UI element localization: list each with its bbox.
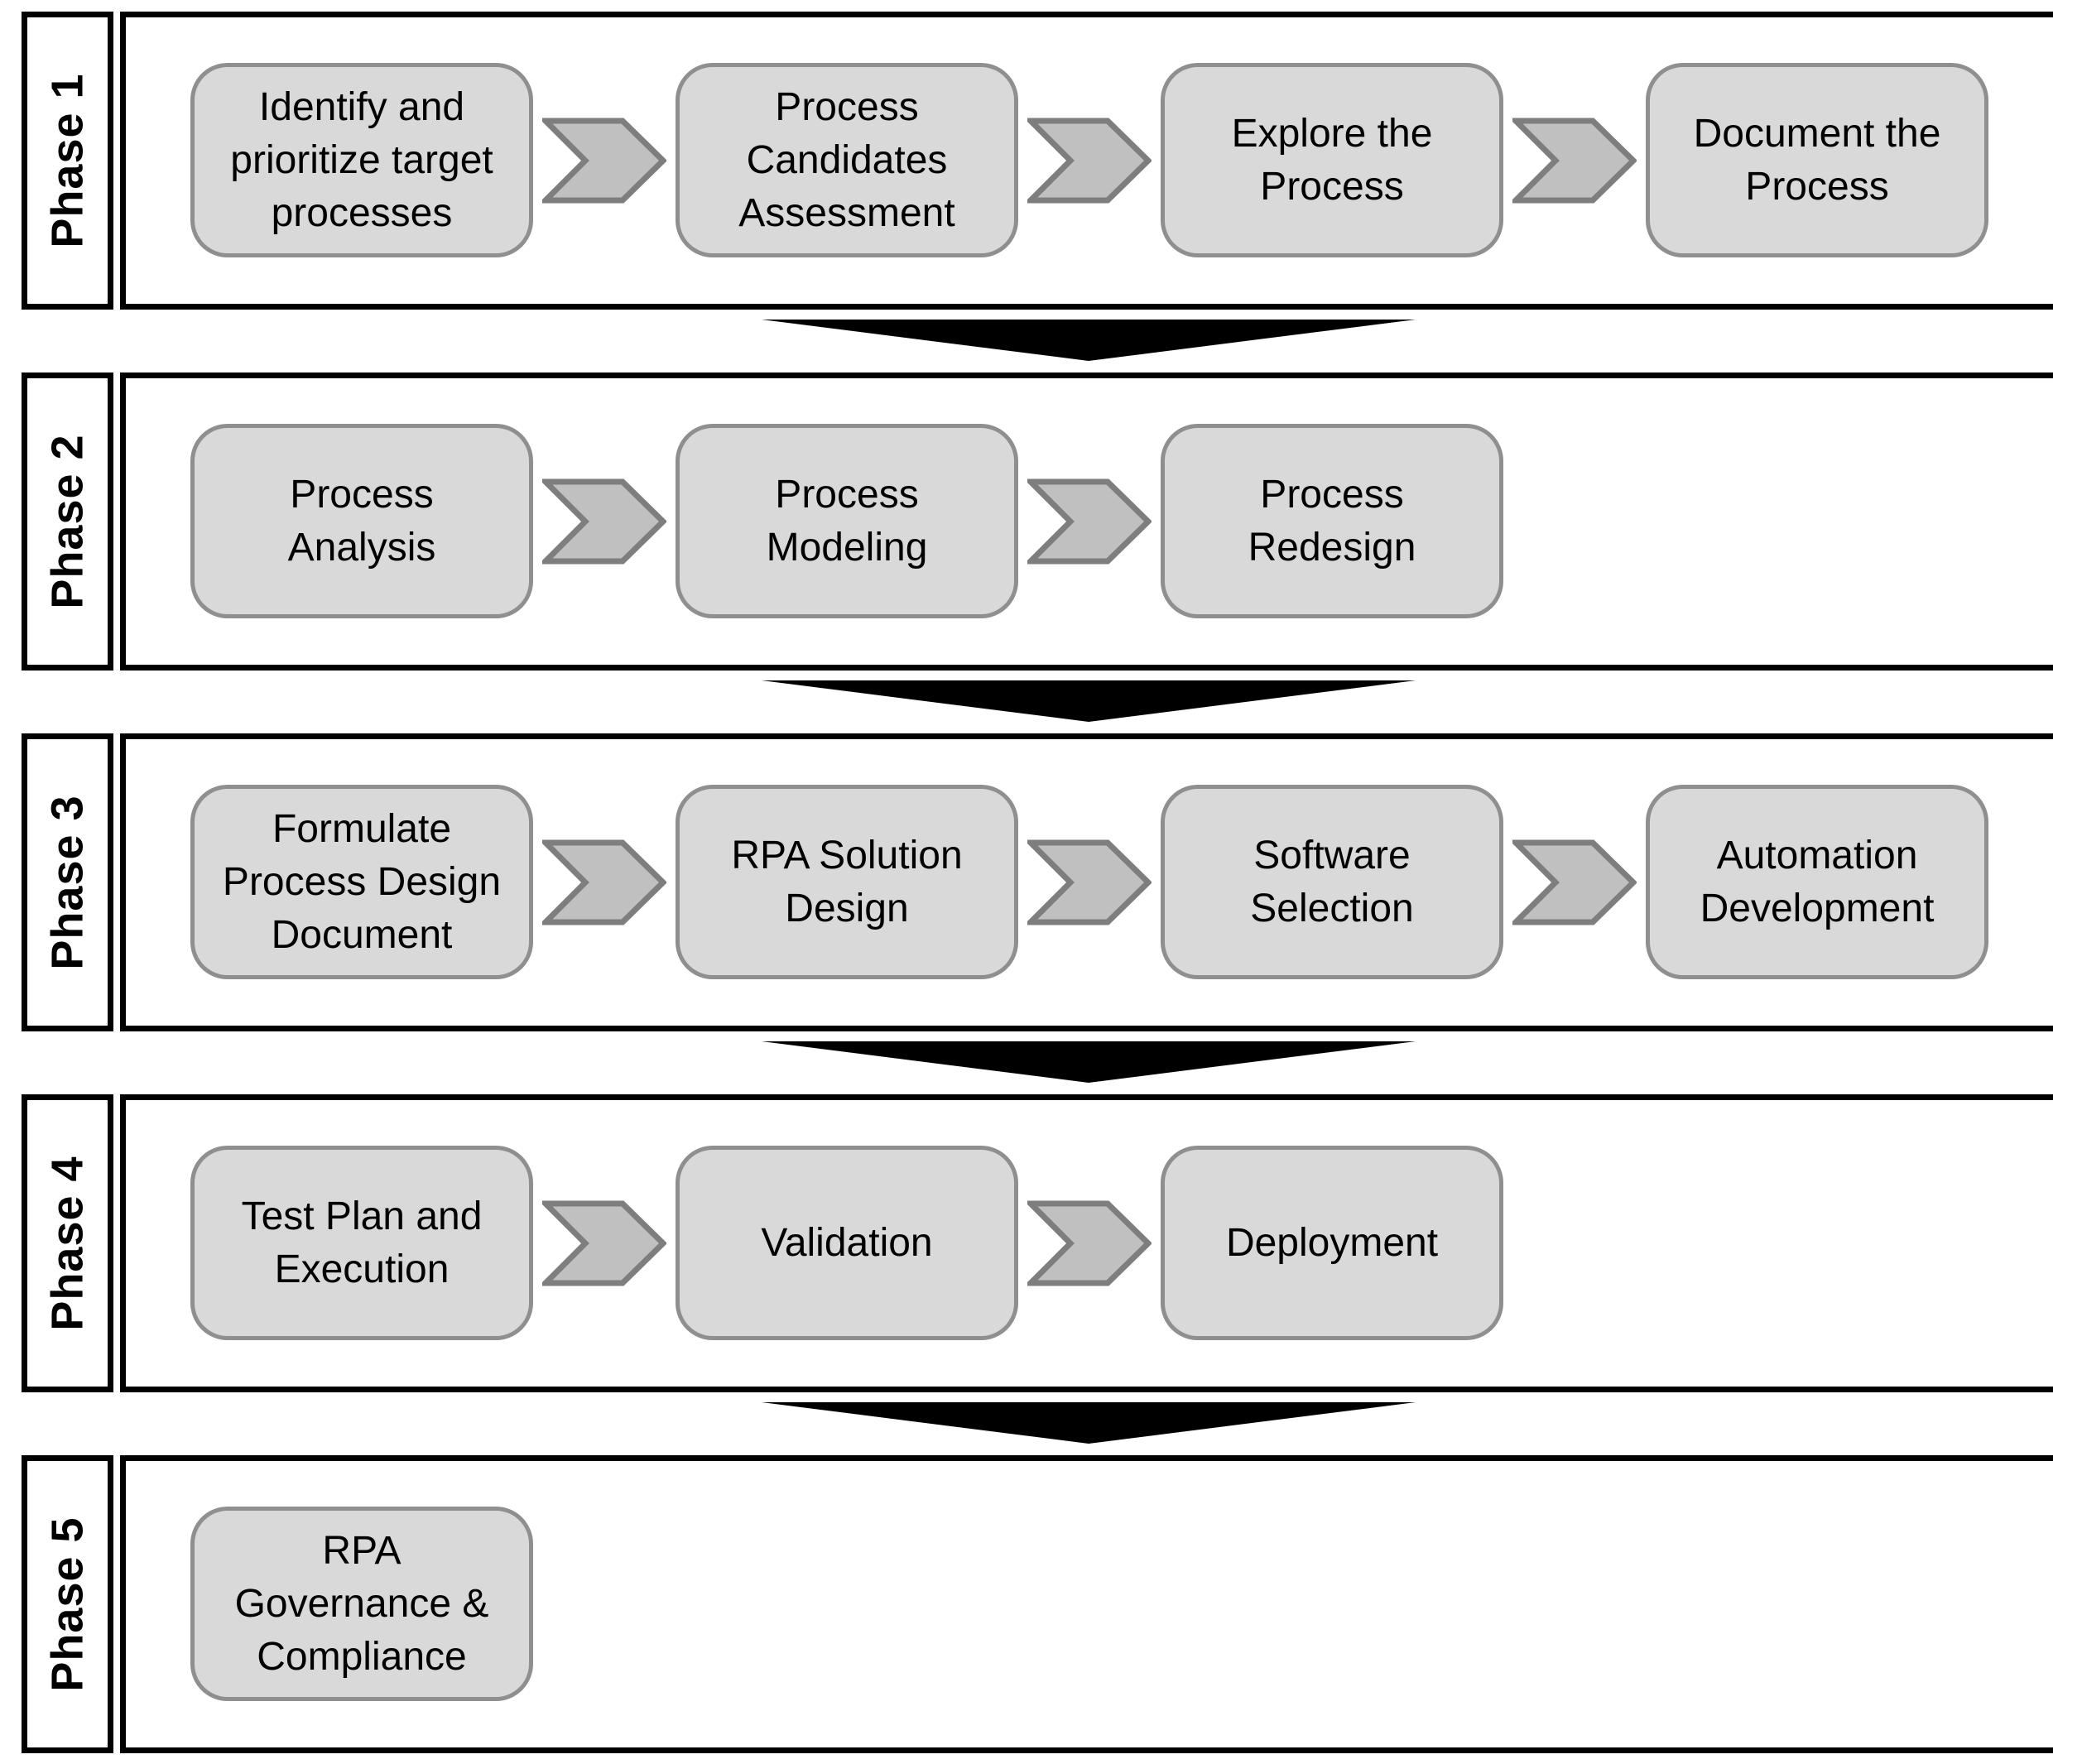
phase-4-label: Phase 4 xyxy=(42,1156,93,1331)
phase-row-1: Phase 1 Identify and prioritize target p… xyxy=(0,12,2082,310)
step-document-process: Document the Process xyxy=(1646,63,1988,257)
chevron-right-icon xyxy=(542,478,666,565)
chevron-right-icon xyxy=(1512,839,1637,925)
step-label: Software Selection xyxy=(1250,833,1414,930)
step-label: Process Redesign xyxy=(1248,472,1416,570)
chevron-right-icon xyxy=(1027,478,1152,565)
step-label: Document the Process xyxy=(1693,111,1941,209)
step-label: RPA Governance & Compliance xyxy=(234,1528,489,1679)
chevron-right-icon xyxy=(1027,839,1152,925)
step-label: Deployment xyxy=(1225,1220,1439,1265)
phase-row-5: Phase 5 RPA Governance & Compliance xyxy=(0,1455,2082,1753)
chevron-right-icon xyxy=(542,1200,666,1286)
triangle-down-icon xyxy=(762,320,1416,361)
step-label: Validation xyxy=(761,1220,933,1265)
step-deployment: Deployment xyxy=(1161,1146,1503,1340)
step-label: Process Candidates Assessment xyxy=(738,84,955,235)
step-automation-development: Automation Development xyxy=(1646,785,1988,979)
triangle-down-icon xyxy=(762,1041,1416,1083)
step-identify-prioritize: Identify and prioritize target processes xyxy=(190,63,533,257)
step-label: Identify and prioritize target processes xyxy=(230,84,493,235)
step-rpa-governance-compliance: RPA Governance & Compliance xyxy=(190,1507,533,1701)
step-explore-process: Explore the Process xyxy=(1161,63,1503,257)
step-label: RPA Solution Design xyxy=(731,833,963,930)
chevron-right-icon xyxy=(542,839,666,925)
phase-1-label: Phase 1 xyxy=(42,73,93,248)
phase-4-label-box: Phase 4 xyxy=(22,1094,113,1392)
triangle-down-icon xyxy=(762,1402,1416,1444)
step-label: Explore the Process xyxy=(1231,111,1433,209)
step-label: Automation Development xyxy=(1700,833,1935,930)
phase-row-2: Phase 2 Process Analysis Process Modelin… xyxy=(0,373,2082,671)
chevron-right-icon xyxy=(542,118,666,204)
step-rpa-solution-design: RPA Solution Design xyxy=(676,785,1018,979)
step-validation: Validation xyxy=(676,1146,1018,1340)
phase-1-label-box: Phase 1 xyxy=(22,12,113,310)
step-formulate-process-design-document: Formulate Process Design Document xyxy=(190,785,533,979)
triangle-down-icon xyxy=(762,680,1416,722)
step-software-selection: Software Selection xyxy=(1161,785,1503,979)
step-label: Test Plan and Execution xyxy=(241,1194,483,1291)
phase-3-label-box: Phase 3 xyxy=(22,733,113,1031)
step-label: Process Modeling xyxy=(766,472,928,570)
chevron-right-icon xyxy=(1027,1200,1152,1286)
phase-row-4: Phase 4 Test Plan and Execution Validati… xyxy=(0,1094,2082,1392)
phase-2-label-box: Phase 2 xyxy=(22,373,113,671)
chevron-right-icon xyxy=(1512,118,1637,204)
step-label: Formulate Process Design Document xyxy=(222,806,502,957)
step-process-candidates-assessment: Process Candidates Assessment xyxy=(676,63,1018,257)
step-test-plan-and-execution: Test Plan and Execution xyxy=(190,1146,533,1340)
phase-3-label: Phase 3 xyxy=(42,795,93,970)
step-process-modeling: Process Modeling xyxy=(676,424,1018,618)
phase-2-label: Phase 2 xyxy=(42,434,93,609)
phase-row-3: Phase 3 Formulate Process Design Documen… xyxy=(0,733,2082,1031)
step-process-analysis: Process Analysis xyxy=(190,424,533,618)
step-process-redesign: Process Redesign xyxy=(1161,424,1503,618)
step-label: Process Analysis xyxy=(287,472,436,570)
phase-5-label: Phase 5 xyxy=(42,1516,93,1692)
chevron-right-icon xyxy=(1027,118,1152,204)
phase-5-label-box: Phase 5 xyxy=(22,1455,113,1753)
